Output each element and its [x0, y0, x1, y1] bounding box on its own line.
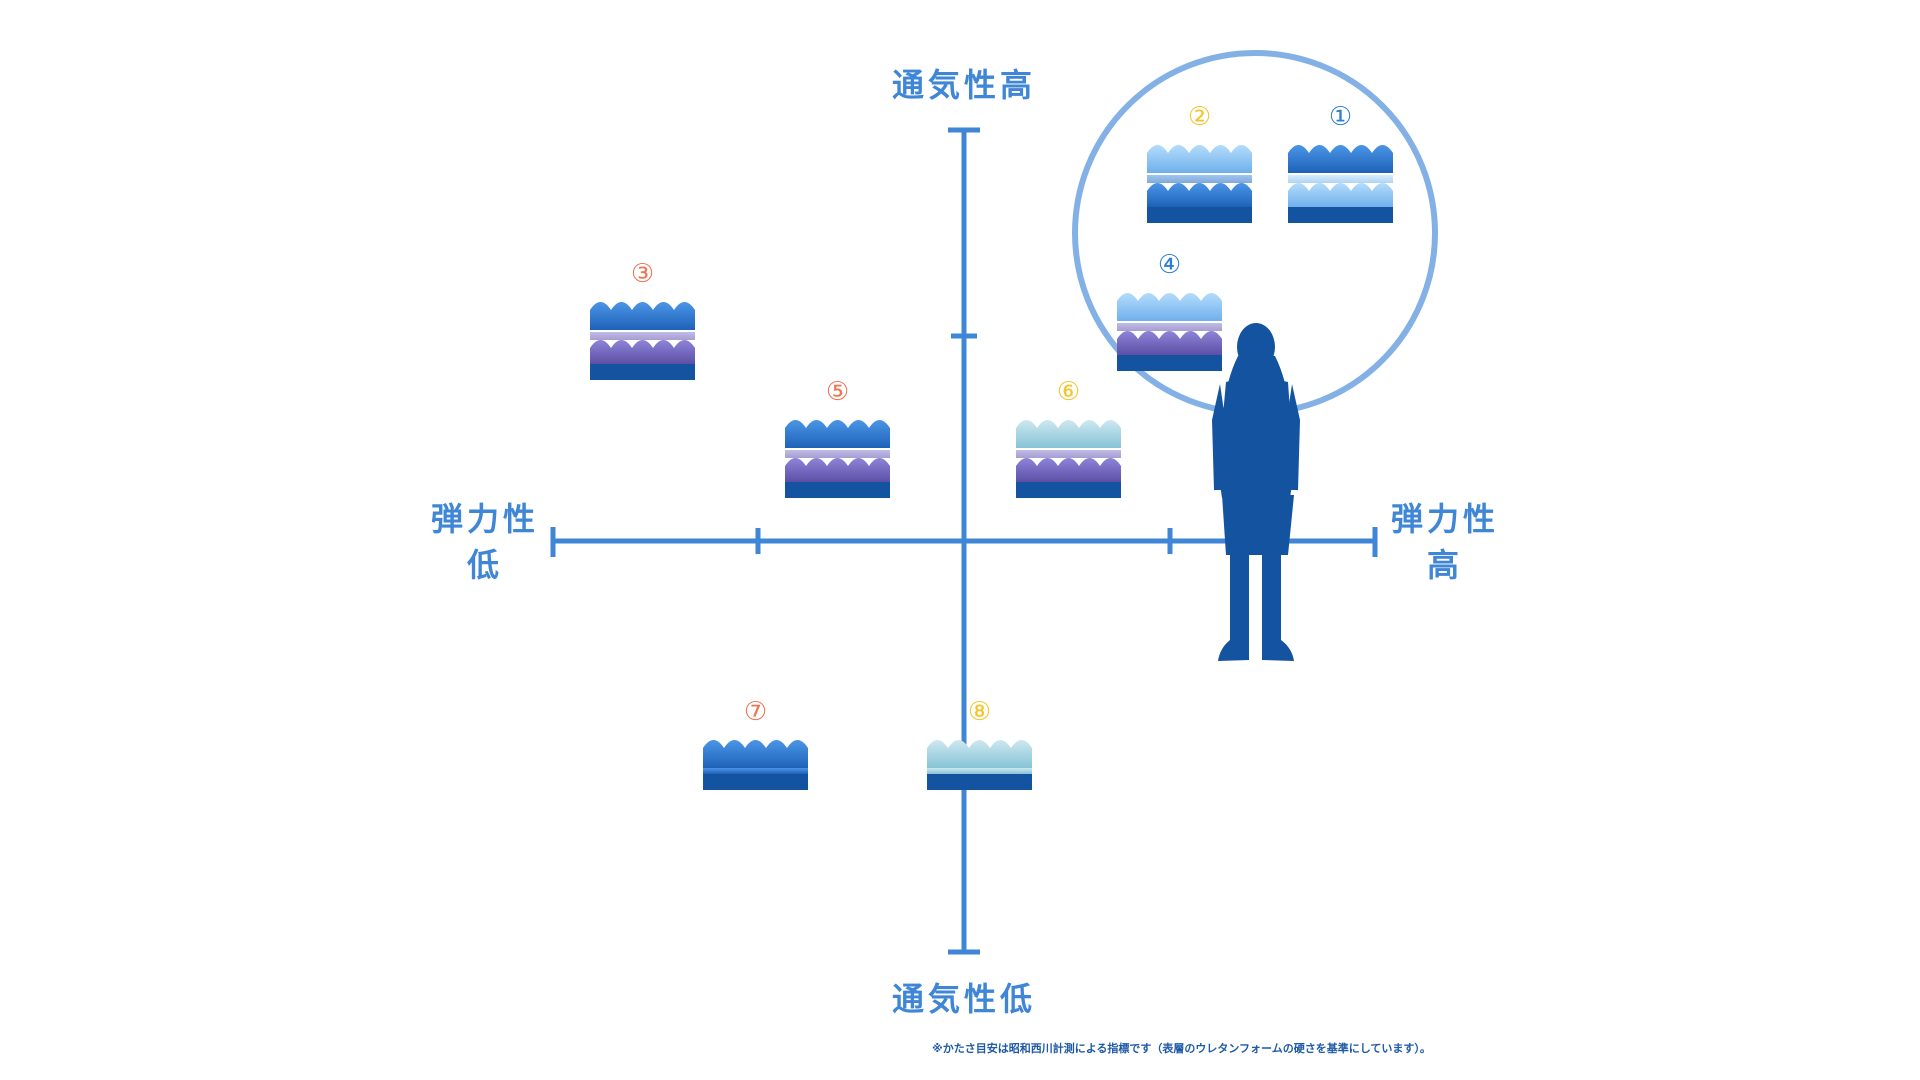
bottom-foam-layer-top	[590, 332, 695, 340]
product-number-label: ⑦	[744, 697, 767, 727]
bottom-foam-layer-top	[1288, 175, 1393, 183]
base-layer	[1288, 207, 1393, 223]
product-number-label: ②	[1188, 102, 1211, 132]
base-layer	[1117, 355, 1222, 371]
product-item: ④	[1117, 250, 1222, 371]
top-foam-layer	[1288, 145, 1393, 173]
product-number-label: ⑥	[1057, 377, 1080, 407]
bottom-foam-layer	[785, 458, 890, 482]
product-items: ① ② ③ ④ ⑤ ⑥ ⑦ ⑧	[590, 102, 1393, 790]
base-layer	[590, 364, 695, 380]
base-layer	[1147, 207, 1252, 223]
axis-label-bottom: 通気性低	[891, 980, 1036, 1018]
footnote: ※かたさ目安は昭和西川計測による指標です（表層のウレタンフォームの硬さを基準にし…	[932, 1042, 1431, 1055]
base-layer	[1016, 482, 1121, 498]
layer-divider	[785, 448, 890, 450]
bottom-foam-layer	[1016, 458, 1121, 482]
top-foam-layer	[1016, 420, 1121, 448]
product-number-label: ⑤	[826, 377, 849, 407]
layer-divider	[1147, 173, 1252, 175]
axis-label-right: 弾力性 高	[1390, 500, 1499, 584]
product-item: ②	[1147, 102, 1252, 223]
top-foam-layer	[785, 420, 890, 448]
bottom-foam-layer	[590, 340, 695, 364]
layer-divider	[1288, 173, 1393, 175]
top-foam-layer	[1147, 145, 1252, 173]
bottom-foam-layer	[1147, 183, 1252, 207]
base-layer	[785, 482, 890, 498]
axis-label-top: 通気性高	[891, 66, 1036, 104]
bottom-foam-layer	[1288, 183, 1393, 207]
bottom-foam-layer-top	[1016, 450, 1121, 458]
product-item: ①	[1288, 102, 1393, 223]
layer-divider	[590, 330, 695, 332]
product-number-label: ④	[1158, 250, 1181, 280]
top-foam-layer-body	[703, 768, 808, 774]
base-layer	[927, 774, 1032, 790]
vertical-axis	[948, 127, 980, 955]
layer-divider	[1117, 321, 1222, 323]
layer-divider	[1016, 448, 1121, 450]
axis-label-left: 弾力性 低	[430, 500, 539, 584]
base-layer	[703, 774, 808, 790]
bottom-foam-layer-top	[785, 450, 890, 458]
top-foam-layer	[703, 740, 808, 768]
top-foam-layer	[927, 740, 1032, 768]
bottom-foam-layer-top	[1117, 323, 1222, 331]
product-number-label: ⑧	[968, 697, 991, 727]
bottom-foam-layer	[1117, 331, 1222, 355]
product-item: ⑧	[927, 697, 1032, 790]
product-number-label: ③	[631, 259, 654, 289]
top-foam-layer	[1117, 293, 1222, 321]
product-item: ⑥	[1016, 377, 1121, 498]
woman-silhouette-icon	[1212, 323, 1300, 661]
product-item: ③	[590, 259, 695, 380]
bottom-foam-layer-top	[1147, 175, 1252, 183]
product-item: ⑦	[703, 697, 808, 790]
product-number-label: ①	[1329, 102, 1352, 132]
top-foam-layer-body	[927, 768, 1032, 774]
product-item: ⑤	[785, 377, 890, 498]
top-foam-layer	[590, 302, 695, 330]
